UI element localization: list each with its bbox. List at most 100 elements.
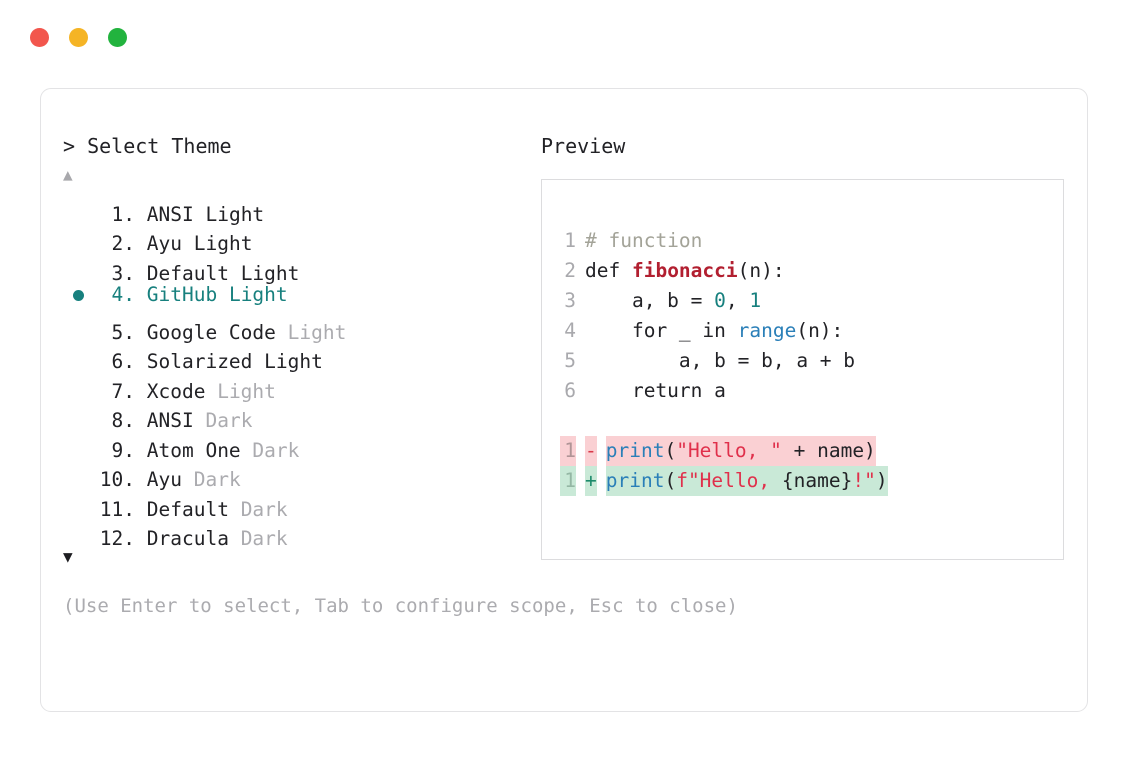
- diff-minus-icon: -: [585, 436, 597, 466]
- code-token: ): [875, 469, 888, 492]
- theme-item-variant: Light: [217, 379, 276, 403]
- theme-item-space: [229, 495, 241, 525]
- code-token: !": [852, 469, 876, 492]
- theme-item-number: 6.: [111, 350, 135, 373]
- theme-item-variant: Light: [205, 202, 265, 226]
- theme-list-item[interactable]: 5. Google Code Light: [63, 309, 533, 344]
- theme-list-item[interactable]: 1. ANSI Light: [63, 191, 533, 226]
- page-title: > Select Theme: [63, 134, 232, 158]
- theme-list-item[interactable]: 6. Solarized Light: [63, 339, 533, 373]
- theme-item-gap: [135, 200, 147, 230]
- theme-item-gap: [135, 436, 147, 466]
- theme-item-name: Atom One: [146, 438, 241, 462]
- selection-bullet-slot: [63, 398, 93, 428]
- theme-item-space: [229, 524, 241, 554]
- selection-bullet-slot: [63, 516, 93, 546]
- theme-item-name: Dracula: [146, 527, 229, 550]
- code-token: (n):: [796, 319, 844, 342]
- selection-bullet-slot: [63, 427, 93, 457]
- code-token: for _ in: [585, 319, 738, 342]
- theme-item-space: [194, 200, 206, 230]
- theme-item-space: [276, 318, 288, 348]
- code-token: 1: [749, 289, 762, 312]
- theme-item-number: 1.: [111, 202, 135, 226]
- theme-item-variant: Light: [228, 282, 288, 306]
- theme-item-number: 3.: [111, 261, 135, 285]
- theme-list-item[interactable]: 3. Default Light: [63, 250, 533, 285]
- theme-item-number: 8.: [111, 409, 135, 432]
- theme-item-variant: Light: [287, 320, 347, 344]
- code-line-number: 5: [564, 349, 576, 372]
- selection-bullet-slot: [63, 309, 93, 339]
- code-line: 5 a, b = b, a + b: [560, 346, 1063, 376]
- diff-line-added: 1+print(f"Hello, {name}!"): [560, 466, 1063, 496]
- code-line-content: a, b = b, a + b: [585, 346, 855, 376]
- theme-item-space: [241, 436, 253, 466]
- code-token: (: [664, 439, 677, 462]
- theme-item-gap: [135, 280, 147, 310]
- code-line: 6 return a: [560, 376, 1063, 406]
- selection-bullet-slot: [63, 191, 93, 221]
- theme-item-name: Solarized: [146, 350, 253, 373]
- diff-plus-icon: +: [585, 466, 597, 496]
- theme-item-variant: Light: [240, 261, 300, 285]
- theme-list-item[interactable]: 12. Dracula Dark: [63, 516, 533, 550]
- theme-item-number: 12.: [99, 527, 135, 550]
- theme-list-item[interactable]: 7. Xcode Light: [63, 368, 533, 403]
- theme-item-space: [252, 347, 264, 377]
- theme-item-number: 9.: [111, 438, 135, 462]
- keyboard-hint: (Use Enter to select, Tab to configure s…: [63, 595, 738, 617]
- code-blank-line: [560, 406, 1063, 436]
- code-token: return a: [585, 379, 726, 402]
- theme-item-number: 10.: [99, 468, 135, 491]
- code-line-content: a, b = 0, 1: [585, 286, 761, 316]
- selection-bullet-slot: [63, 339, 93, 369]
- code-line: 3 a, b = 0, 1: [560, 286, 1063, 316]
- theme-item-number: 11.: [99, 497, 135, 521]
- selection-bullet-slot: [63, 486, 93, 516]
- code-token: ,: [725, 289, 750, 312]
- code-token: a, b =: [585, 289, 715, 312]
- scroll-up-icon[interactable]: ▲: [63, 165, 73, 184]
- theme-item-name: Default: [146, 261, 229, 285]
- code-token: print: [605, 439, 665, 462]
- theme-list-item[interactable]: 4. GitHub Light: [63, 280, 533, 310]
- theme-item-gap: [135, 318, 147, 348]
- theme-item-number: 5.: [111, 320, 135, 344]
- code-token: (n):: [737, 259, 785, 282]
- theme-item-gap: [135, 347, 147, 377]
- close-button[interactable]: [30, 28, 49, 47]
- theme-item-gap: [135, 495, 147, 525]
- theme-list-item[interactable]: 9. Atom One Dark: [63, 427, 533, 462]
- code-line-number: 2: [564, 259, 576, 282]
- diff-line-content: print("Hello, " + name): [605, 436, 876, 466]
- theme-item-gap: [135, 406, 147, 436]
- maximize-button[interactable]: [108, 28, 127, 47]
- theme-item-name: Google Code: [146, 320, 276, 344]
- theme-item-gap: [135, 229, 147, 259]
- theme-list-item[interactable]: 10. Ayu Dark: [63, 457, 533, 491]
- code-line-number: 1: [564, 229, 576, 252]
- diff-line-removed: 1-print("Hello, " + name): [560, 436, 1063, 466]
- theme-list-item[interactable]: 2. Ayu Light: [63, 221, 533, 255]
- theme-item-variant: Dark: [240, 497, 288, 521]
- code-line-content: return a: [585, 376, 726, 406]
- theme-item-number: 4.: [111, 282, 135, 306]
- diff-line-number: 1: [560, 436, 576, 466]
- theme-item-name: GitHub: [146, 282, 218, 306]
- scroll-down-icon[interactable]: ▼: [63, 547, 73, 566]
- theme-item-space: [182, 465, 194, 495]
- theme-list-item[interactable]: 8. ANSI Dark: [63, 398, 533, 432]
- theme-item-gap: [135, 377, 147, 407]
- minimize-button[interactable]: [69, 28, 88, 47]
- code-token: # function: [585, 229, 703, 252]
- code-token: def: [585, 259, 632, 282]
- theme-item-variant: Dark: [240, 527, 288, 550]
- code-line-number: 4: [564, 319, 576, 342]
- preview-label: Preview: [541, 134, 626, 158]
- theme-item-space: [205, 377, 217, 407]
- theme-item-space: [182, 229, 194, 259]
- code-line-content: for _ in range(n):: [585, 316, 843, 346]
- theme-list-item[interactable]: 11. Default Dark: [63, 486, 533, 521]
